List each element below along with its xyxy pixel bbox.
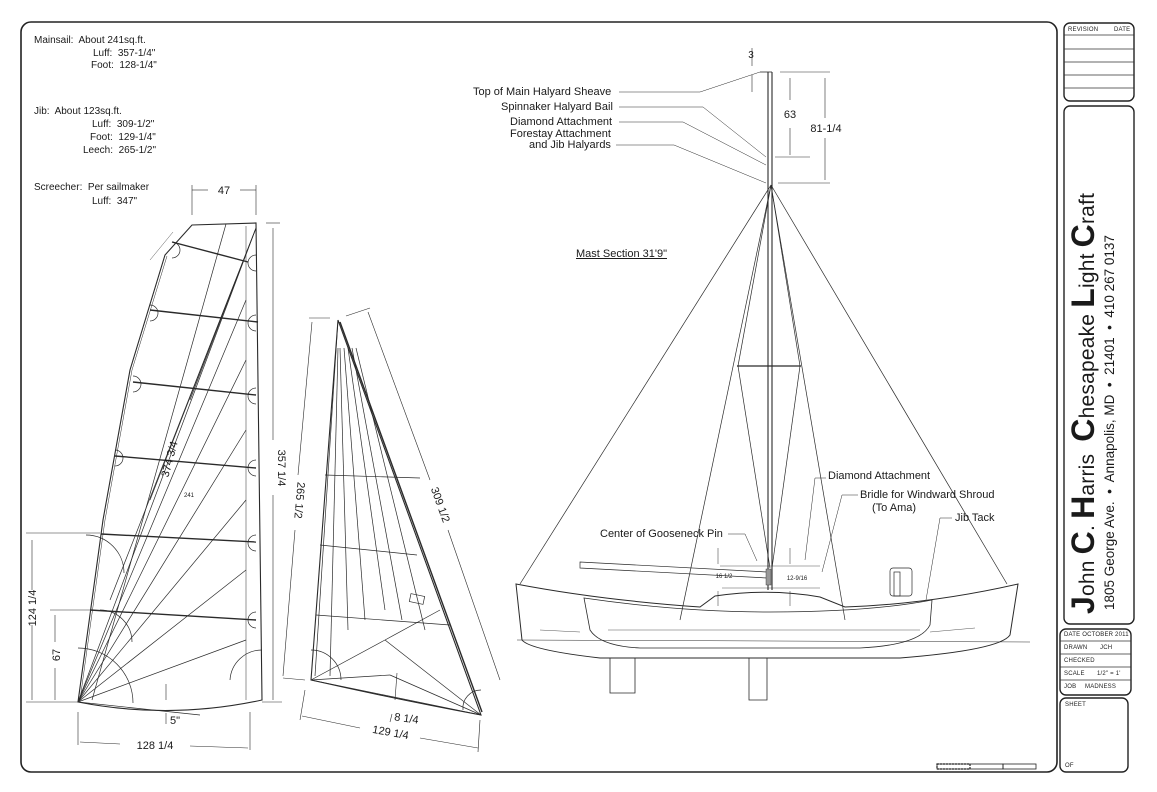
mast-top-dim: 3 [748, 50, 754, 61]
designer-middle-dot: . [1076, 518, 1099, 531]
mast-63-dim: 63 [784, 109, 796, 121]
checked-label: CHECKED [1064, 658, 1095, 664]
job-value: MADNESS [1085, 684, 1117, 690]
main-luff-dim: 357 1/4 [275, 450, 287, 487]
rig-drawing [515, 48, 1031, 701]
revision-label: REVISION [1068, 27, 1099, 33]
designer-last: arris [1076, 453, 1099, 496]
callout-spinnaker-halyard-bail: Spinnaker Halyard Bail [501, 101, 613, 113]
designer-last-initial: H [1065, 495, 1101, 519]
jib-leech-dim: 265 1/2 [291, 481, 306, 519]
main-leech-dim: 374 3/4 [160, 440, 181, 479]
sheet-label: SHEET [1065, 702, 1087, 708]
drawn-label: DRAWN [1064, 645, 1088, 651]
mainsail-drawing [26, 185, 282, 750]
job-label: JOB [1064, 684, 1077, 690]
company-name-line: John C. Harris Chesapeake Light Craft [1065, 100, 1101, 620]
mast-section-label: Mast Section 31'9" [576, 248, 667, 260]
callout-forestay-attachment: Forestay Attachment [510, 128, 611, 140]
callout-diamond-attachment-top: Diamond Attachment [510, 116, 613, 128]
designer-middle-initial: C [1065, 531, 1101, 555]
drawing-frame [20, 21, 1058, 773]
callout-bridle-windward-shroud: Bridle for Windward Shroud [860, 489, 995, 501]
revision-date-label: DATE [1114, 27, 1131, 33]
main-reef-high-dim: 124 1/4 [27, 590, 39, 627]
sheet-box [1059, 697, 1129, 773]
jib-foot-round-dim: 8 1/4 [393, 711, 419, 726]
main-area-label: 241 [184, 493, 195, 499]
mainsail-spec-luff: Luff: 357-1/4" [93, 48, 156, 59]
title-box [1063, 105, 1135, 625]
jib-spec-leech: Leech: 265-1/2" [83, 145, 157, 156]
company-initial-l: L [1065, 288, 1101, 308]
sheet-of-label: OF [1065, 763, 1074, 769]
mast-81-dim: 81-1/4 [810, 123, 841, 135]
scale-label: SCALE [1064, 671, 1085, 677]
jib-foot-dim: 129 1/4 [371, 724, 409, 742]
company-initial-c2: C [1065, 224, 1101, 248]
callout-diamond-attachment-hull: Diamond Attachment [828, 470, 931, 482]
hull-right-dim: 12-9/16 [787, 576, 808, 582]
mainsail-spec-title: Mainsail: About 241sq.ft. [34, 35, 146, 46]
designer-first: ohn [1076, 554, 1099, 596]
company-word-craft: raft [1076, 192, 1099, 225]
callout-jib-halyards: and Jib Halyards [529, 139, 611, 151]
scale-value: 1/2" = 1' [1097, 671, 1121, 677]
info-box [1059, 628, 1132, 696]
mainsail-spec-foot: Foot: 128-1/4" [91, 60, 157, 71]
main-reef-low-dim: 67 [51, 649, 63, 661]
callout-jib-tack: Jib Tack [955, 512, 995, 524]
main-roach-dim: 5" [170, 715, 180, 727]
jib-spec-title: Jib: About 123sq.ft. [34, 106, 122, 117]
drawn-value: JCH [1100, 645, 1113, 651]
callout-to-ama: (To Ama) [872, 502, 917, 514]
scale-bar [936, 763, 1037, 770]
jib-luff-dim: 309 1/2 [428, 486, 452, 525]
date-field: DATE OCTOBER 2011 [1064, 632, 1129, 638]
company-address: 1805 George Ave. • Annapolis, MD • 21401… [1102, 235, 1117, 610]
company-initial-c: C [1065, 418, 1101, 442]
main-head-dim: 47 [218, 185, 230, 197]
company-word-chesapeake: hesapeake [1076, 307, 1099, 419]
company-word-light: ight [1076, 247, 1099, 289]
callout-gooseneck-pin: Center of Gooseneck Pin [600, 528, 723, 540]
jib-spec-luff: Luff: 309-1/2" [92, 119, 155, 130]
screecher-spec-title: Screecher: Per sailmaker [34, 182, 150, 193]
hull-left-dim: 16 1/2 [716, 574, 733, 580]
jib-drawing [282, 307, 501, 753]
callout-main-halyard-sheave: Top of Main Halyard Sheave [473, 86, 612, 98]
company-title-block: John C. Harris Chesapeake Light Craft 18… [1065, 100, 1119, 620]
designer-first-initial: J [1065, 596, 1101, 614]
main-foot-dim: 128 1/4 [137, 740, 174, 752]
jib-spec-foot: Foot: 129-1/4" [90, 132, 156, 143]
screecher-spec-luff: Luff: 347" [92, 196, 138, 207]
